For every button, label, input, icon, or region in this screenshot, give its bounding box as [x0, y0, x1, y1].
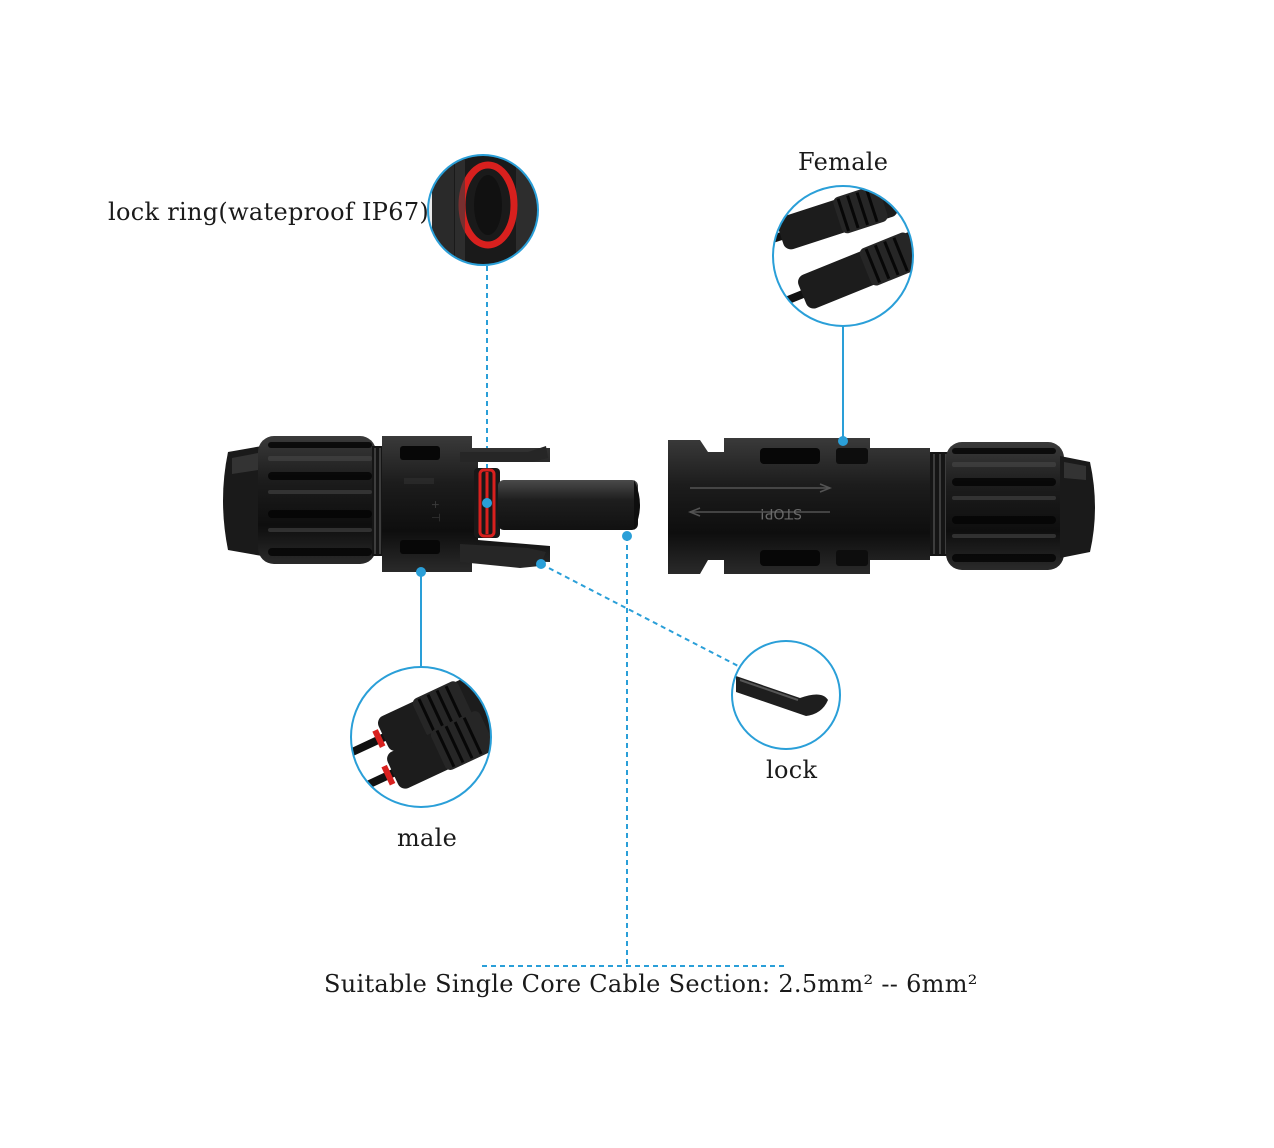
female-connector: STOP! — [668, 438, 1095, 574]
lock-dot — [536, 559, 546, 569]
female-dot — [838, 436, 848, 446]
lock-zoom — [731, 640, 841, 750]
lock-ring-zoom — [427, 154, 539, 266]
female-label: Female — [798, 148, 889, 176]
cable-section-label: Suitable Single Core Cable Section: 2.5m… — [324, 970, 978, 998]
lock-ring-label: lock ring(wateproof IP67) — [108, 198, 430, 226]
lock-leader — [540, 563, 743, 669]
male-connector: + ⊤ — [223, 436, 640, 572]
callout-lines — [420, 266, 844, 967]
svg-text:+ ⊤: + ⊤ — [429, 500, 442, 522]
male-dot — [416, 567, 426, 577]
pin-dot — [622, 531, 632, 541]
male-label: male — [397, 824, 458, 852]
lock-label: lock — [766, 756, 818, 784]
stop-embossed-text: STOP! — [759, 505, 802, 521]
lock-ring-dot — [482, 498, 492, 508]
male-zoom — [350, 666, 492, 808]
anchor-dots — [416, 436, 848, 577]
female-zoom — [772, 185, 914, 327]
